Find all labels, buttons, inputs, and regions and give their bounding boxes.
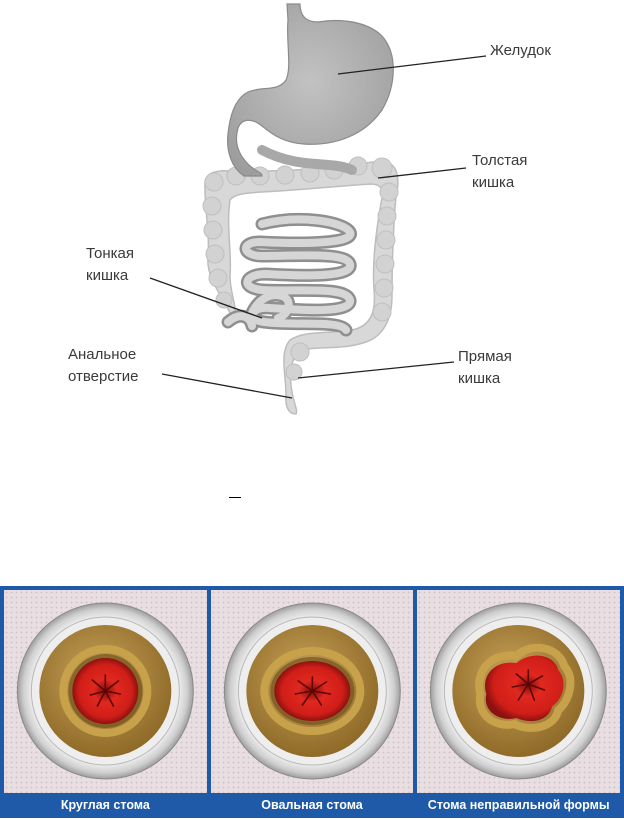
stoma-cell-irregular [417,590,621,793]
label-rectum: Прямая кишка [458,348,512,387]
stoma-cell-round [4,590,207,793]
leader-rectum [297,361,455,379]
stoma-irregular [485,655,564,722]
label-large-intestine: Толстая кишка [472,152,528,191]
leader-colon [377,167,467,179]
stomach [227,3,394,177]
stoma-types-panel: Круглая стома Овальная стома Стома непра… [0,586,624,818]
stoma-cell-oval [210,590,414,793]
label-anus: Анальное отверстие [68,346,139,385]
leader-anus [161,373,293,399]
oval-stoma-illustration [223,602,401,780]
label-small-intestine: Тонкая кишка [86,245,134,284]
round-stoma-illustration [16,602,194,780]
label-stomach: Желудок [490,42,551,59]
leader-stomach [337,55,487,75]
caption-oval-stoma: Овальная стома [261,798,363,812]
caption-irregular-stoma: Стома неправильной формы [427,798,610,812]
leader-small-intestine [149,277,263,319]
caption-round-stoma: Круглая стома [60,798,150,812]
small-intestine [221,212,357,337]
dash-mark [229,497,241,498]
irregular-stoma-illustration [430,602,608,780]
digestive-system-illustration [149,3,487,415]
leader-lines [149,55,487,399]
